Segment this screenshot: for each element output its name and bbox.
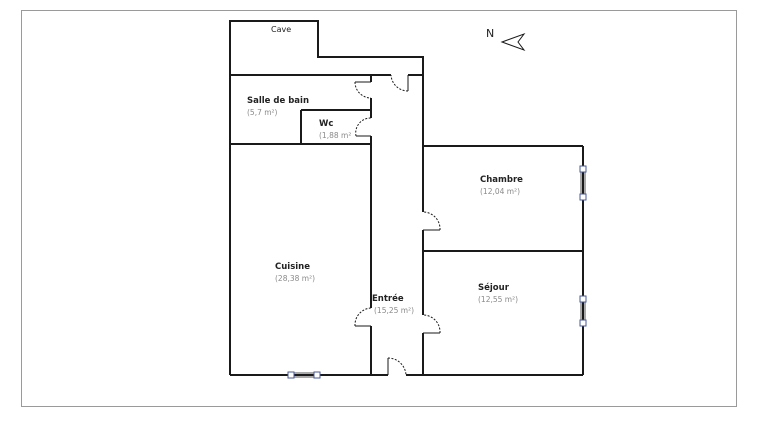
bedroom-door-swing (422, 211, 441, 231)
cave-label: Cave (271, 25, 291, 34)
room-name-sejour: Séjour (478, 282, 510, 293)
room-area-sejour: (12,55 m²) (478, 295, 518, 304)
room-name-cuisine: Cuisine (275, 262, 310, 272)
room-name-chambre: Chambre (480, 175, 523, 185)
walls (229, 20, 584, 376)
living-room-door-swing (422, 314, 441, 334)
living-room-window (579, 295, 587, 327)
north-label: N (486, 27, 494, 40)
room-area-cuisine: (28,38 m²) (275, 274, 315, 283)
room-name-salle-de-bain: Salle de bain (247, 96, 309, 106)
room-area-salle-de-bain: (5,7 m²) (247, 108, 278, 117)
doors (354, 74, 441, 376)
room-area-wc: (1,88 m² (319, 131, 351, 140)
kitchen-window (287, 371, 321, 379)
room-name-wc: Wc (319, 119, 333, 129)
wc-door-swing (355, 117, 372, 137)
cave-door-swing (390, 74, 409, 92)
bedroom-window (579, 165, 587, 201)
north-indicator: N (486, 27, 526, 52)
plan-frame (21, 10, 737, 407)
windows (287, 165, 587, 379)
room-area-entree: (15,25 m²) (374, 306, 414, 315)
entrance-door-swing (387, 357, 407, 376)
bathroom-door-swing (354, 81, 372, 99)
north-arrow-icon (500, 32, 526, 52)
kitchen-door-swing (354, 307, 372, 327)
room-area-chambre: (12,04 m²) (480, 187, 520, 196)
room-name-entree: Entrée (372, 293, 404, 304)
cave-walls (229, 20, 424, 75)
